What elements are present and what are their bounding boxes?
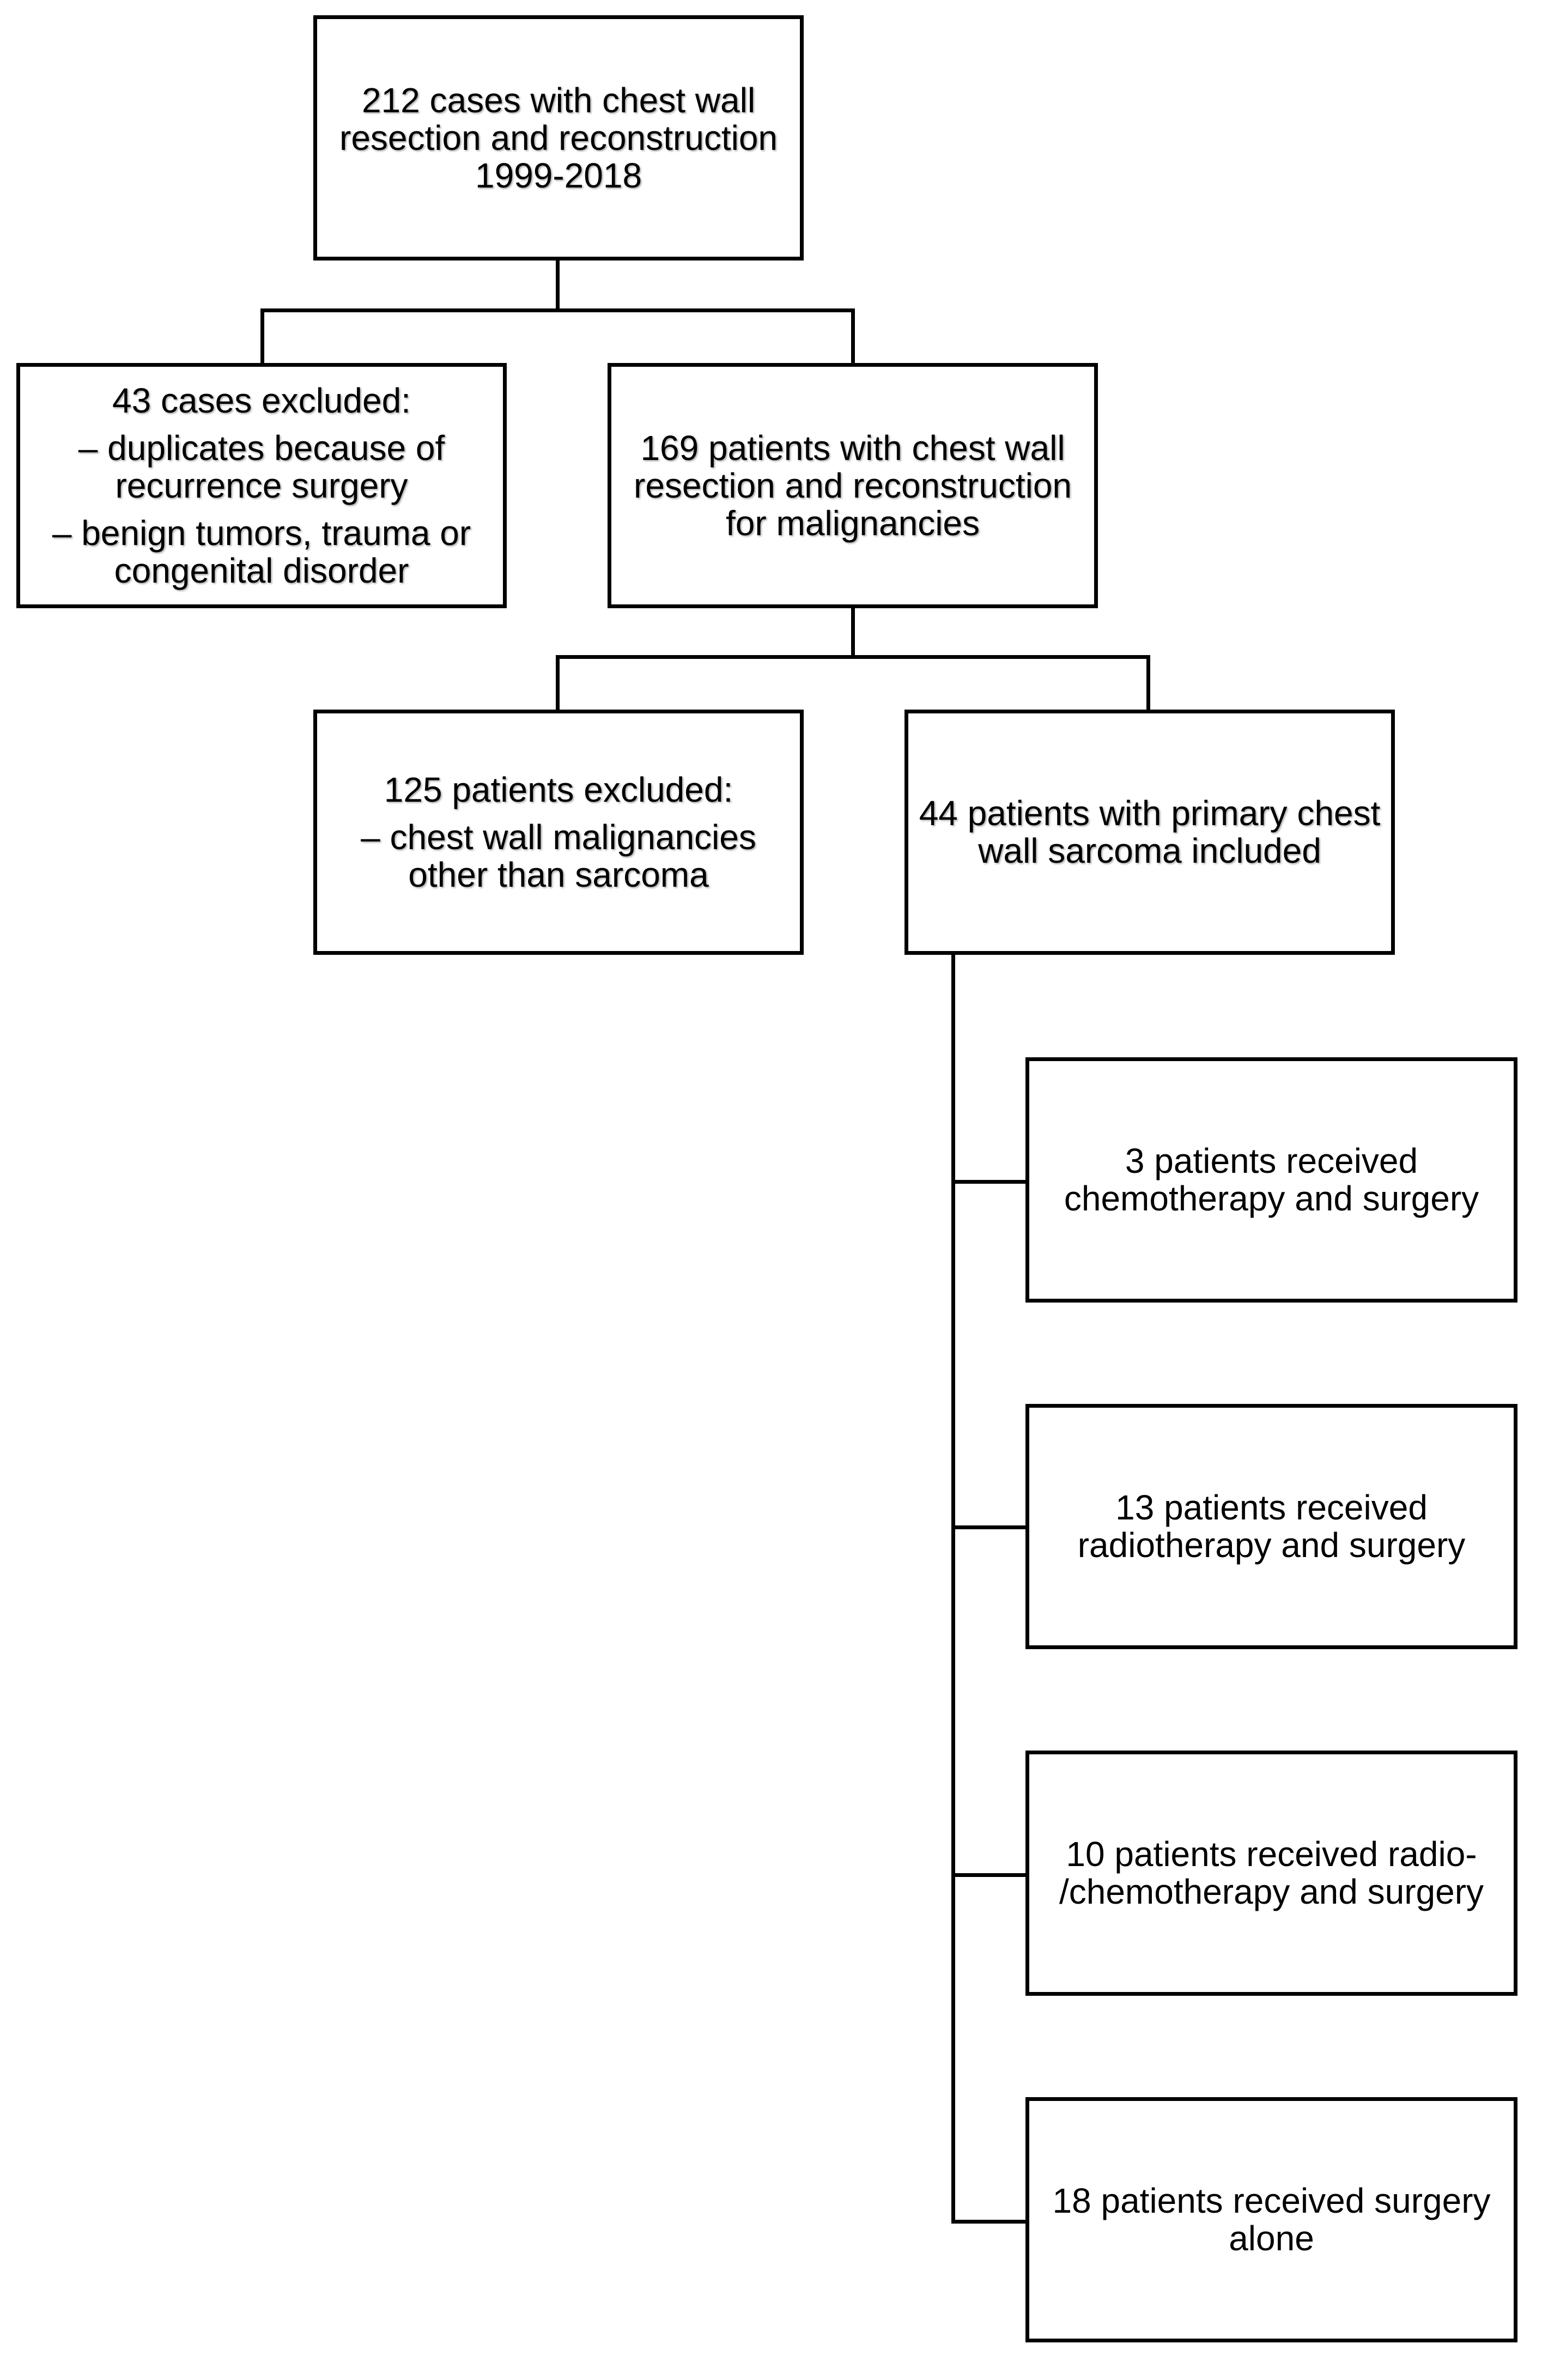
node-text: wall sarcoma included (978, 831, 1321, 870)
connector-to-surgery-alone (951, 2220, 1027, 2224)
node-text: resection and reconstruction (339, 118, 778, 158)
node-heading: 125 patients excluded: (384, 770, 733, 809)
node-text: resection and reconstruction (634, 465, 1072, 505)
node-text: 1999-2018 (475, 155, 642, 195)
exclusion-item: – benign tumors, trauma or (52, 513, 471, 553)
node-text: radiotherapy and surgery (1077, 1525, 1466, 1565)
node-text: /chemotherapy and surgery (1059, 1872, 1484, 1911)
node-surgery-alone: 18 patients received surgery alone (1025, 2097, 1517, 2342)
exclusion-item: congenital disorder (114, 550, 409, 590)
node-text: 44 patients with primary chest (919, 794, 1381, 833)
node-text: chemotherapy and surgery (1064, 1179, 1479, 1218)
node-text: for malignancies (726, 503, 980, 543)
exclusion-item: – duplicates because of (78, 428, 445, 468)
connector-to-chemo-surgery (951, 1180, 1027, 1184)
node-text: 3 patients received (1125, 1141, 1418, 1180)
connector-to-excluded-first (260, 308, 264, 364)
node-all-cases: 212 cases with chest wall resection and … (313, 15, 804, 261)
connector-top-stem (556, 261, 560, 312)
exclusion-item: recurrence surgery (115, 465, 408, 505)
connector-mid-stem (851, 608, 855, 659)
node-excluded-first: 43 cases excluded: – duplicates because … (16, 363, 507, 608)
exclusion-item: other than sarcoma (408, 855, 709, 894)
connector-to-radiochemo-surgery (951, 1873, 1027, 1877)
exclusion-item: – chest wall malignancies (361, 817, 756, 857)
node-text: 10 patients received radio- (1066, 1834, 1477, 1874)
node-text: 18 patients received surgery (1052, 2181, 1491, 2220)
node-text: alone (1229, 2219, 1314, 2258)
node-radiochemo-surgery: 10 patients received radio- /chemotherap… (1025, 1751, 1517, 1996)
node-heading: 43 cases excluded: (112, 380, 411, 420)
connector-to-malignancies (851, 308, 855, 364)
connector-top-branch (260, 308, 855, 312)
node-chemo-surgery: 3 patients received chemotherapy and sur… (1025, 1057, 1517, 1303)
node-malignancies: 169 patients with chest wall resection a… (608, 363, 1098, 608)
connector-mid-branch (556, 655, 1150, 659)
connector-to-excluded-second (556, 655, 560, 711)
connector-treatment-spine (951, 955, 955, 2224)
connector-to-radio-surgery (951, 1525, 1027, 1529)
node-text: 169 patients with chest wall (640, 428, 1065, 468)
node-text: 13 patients received (1115, 1488, 1428, 1527)
node-excluded-second: 125 patients excluded: – chest wall mali… (313, 710, 804, 955)
node-included: 44 patients with primary chest wall sarc… (904, 710, 1395, 955)
node-text: 212 cases with chest wall (361, 80, 756, 120)
node-radio-surgery: 13 patients received radiotherapy and su… (1025, 1404, 1517, 1649)
connector-to-included (1146, 655, 1150, 711)
